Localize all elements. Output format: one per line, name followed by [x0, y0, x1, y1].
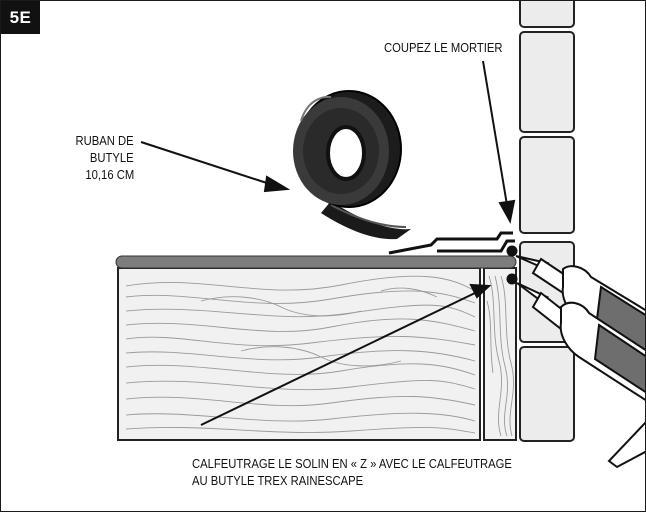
- label-butyl-tape-line1: RUBAN DE: [75, 134, 134, 148]
- label-caulk-line2: AU BUTYLE TREX RAINESCAPE: [192, 474, 364, 488]
- deck-board: [117, 267, 481, 441]
- rim-joist: [483, 267, 517, 441]
- brick-wall: [519, 1, 575, 442]
- label-cut-mortar: COUPEZ LE MORTIER: [384, 41, 503, 55]
- label-caulk-line1: CALFEUTRAGE LE SOLIN EN « Z » AVEC LE CA…: [192, 457, 512, 471]
- caulk-bead-top: [506, 245, 518, 257]
- label-butyl-tape-line2: BUTYLE: [90, 151, 134, 165]
- butyl-tape-roll-icon: [293, 90, 411, 240]
- caulk-bead-bottom: [506, 273, 518, 285]
- caulk-gun-icon: [515, 255, 645, 469]
- leader-arrows: [140, 60, 516, 426]
- ledger-flashing: [115, 255, 517, 269]
- z-flashing: [388, 231, 515, 255]
- step-badge: 5E: [1, 1, 40, 34]
- label-butyl-tape-line3: 10,16 CM: [85, 168, 134, 182]
